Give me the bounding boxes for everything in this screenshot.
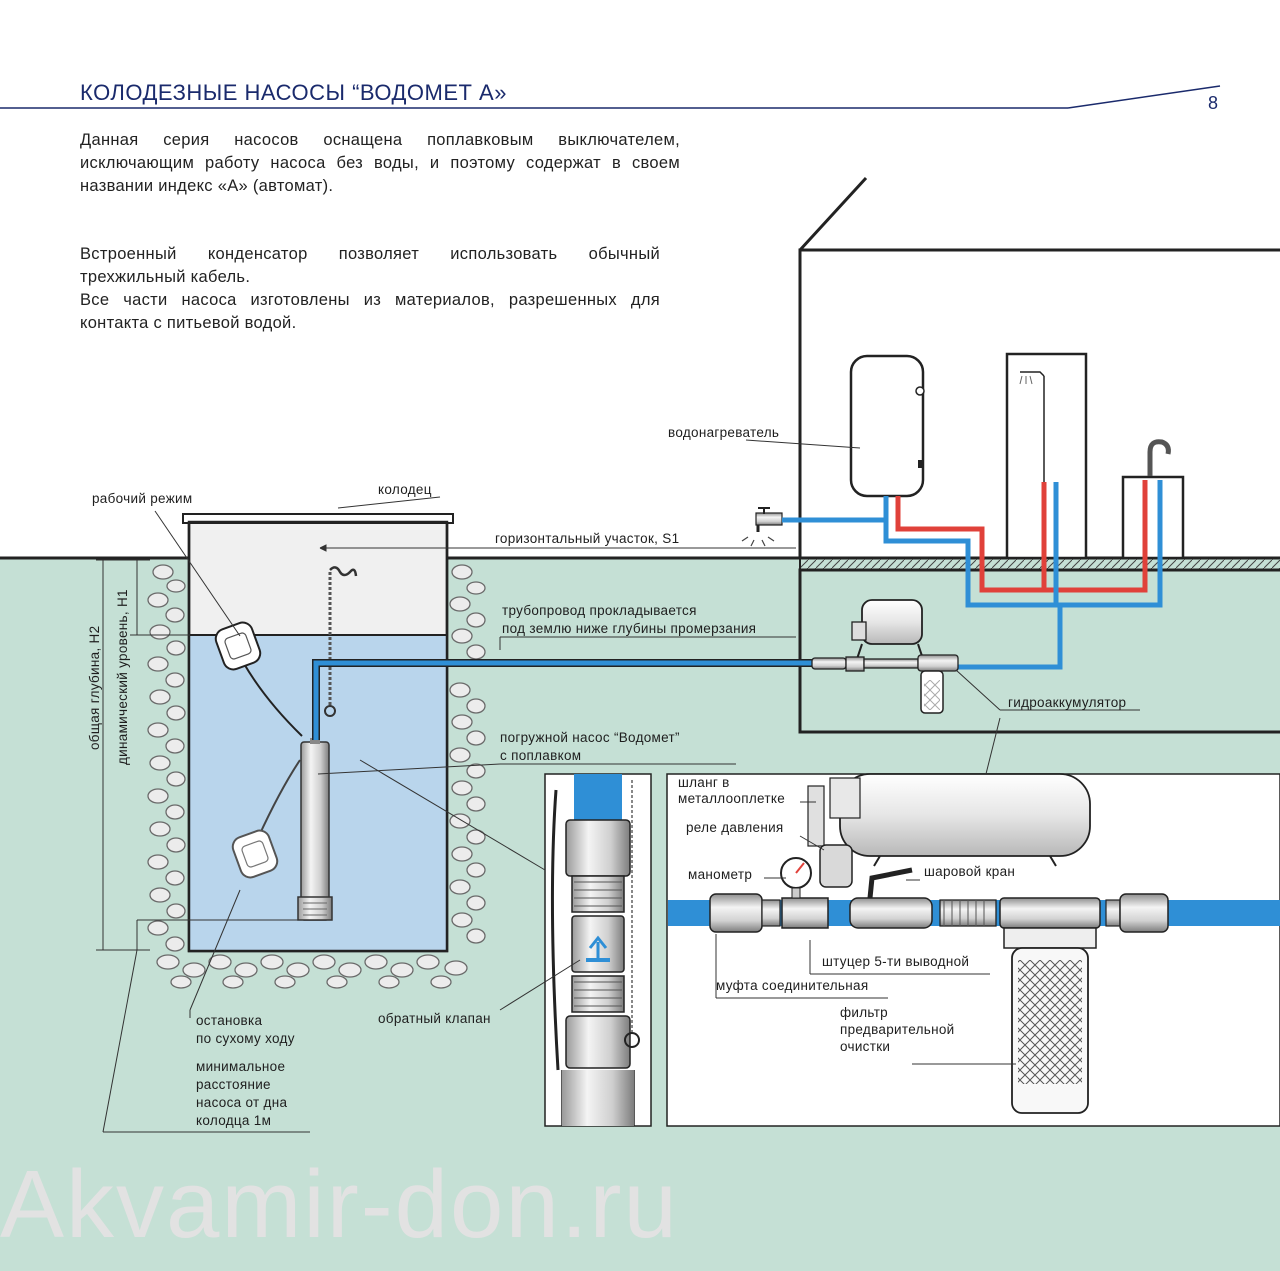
- label-ball-valve: шаровой кран: [924, 864, 1016, 879]
- accumulator-detail: [666, 773, 1280, 1127]
- gravel-right: [449, 564, 486, 944]
- watermark: Akvamir-don.ru: [0, 1151, 679, 1258]
- intro-paragraph-1: Данная серия насосов оснащена поплавковы…: [80, 131, 680, 195]
- page-title: КОЛОДЕЗНЫЕ НАСОСЫ “ВОДОМЕТ А»: [80, 80, 507, 105]
- label-dry-stop-1: остановка: [196, 1013, 263, 1028]
- gravel-bottom: [156, 954, 468, 989]
- intro-p2-line2: Все части насоса изготовлены из материал…: [80, 291, 660, 332]
- label-filter-1: фильтр: [840, 1005, 888, 1020]
- outdoor-tap: [741, 507, 783, 547]
- label-pump-2: с поплавком: [500, 748, 582, 763]
- label-pipeline-2: под землю ниже глубины промерзания: [502, 621, 757, 636]
- label-dynamic-level: динамический уровень, H1: [115, 589, 130, 765]
- submersible-pump: [297, 738, 333, 921]
- label-filter-2: предварительной: [840, 1022, 955, 1037]
- check-valve-detail: [544, 773, 652, 1127]
- label-total-depth: общая глубина, H2: [87, 625, 102, 750]
- label-pipeline-1: трубопровод прокладывается: [502, 603, 697, 618]
- label-horizontal-section: горизонтальный участок, S1: [495, 531, 680, 546]
- label-accumulator: гидроаккумулятор: [1008, 695, 1127, 710]
- supply-pipe: [312, 659, 818, 740]
- label-pressure-relay: реле давления: [686, 820, 784, 835]
- label-dry-stop-2: по сухому ходу: [196, 1031, 295, 1046]
- float-switch-dry: [231, 759, 301, 879]
- label-hose-2: металлооплетке: [678, 791, 785, 806]
- leader-lines: [96, 439, 1140, 1133]
- pump-rope: [324, 566, 358, 717]
- cold-water-pipes: [782, 480, 1163, 670]
- label-pump-1: погружной насос “Водомет”: [500, 730, 680, 745]
- label-min-dist-2: расстояние: [196, 1077, 271, 1092]
- float-switch-working: [214, 621, 303, 737]
- label-filter-3: очистки: [840, 1039, 891, 1054]
- accumulator-basement: [811, 599, 959, 714]
- gravel-left: [147, 564, 186, 952]
- page-number: 8: [1208, 93, 1219, 113]
- intro-paragraph-2: Встроенный конденсатор позволяет использ…: [80, 243, 660, 335]
- label-min-dist-4: колодца 1м: [196, 1113, 272, 1128]
- label-check-valve: обратный клапан: [378, 1011, 491, 1026]
- header-rule: [0, 85, 1221, 109]
- label-manometer: манометр: [688, 867, 753, 882]
- label-coupling: муфта соединительная: [716, 978, 869, 993]
- label-hose-1: шланг в: [678, 775, 730, 790]
- intro-p2-line1: Встроенный конденсатор позволяет использ…: [80, 245, 660, 286]
- hot-water-pipes: [895, 480, 1148, 593]
- label-working-mode: рабочий режим: [92, 491, 193, 506]
- label-min-dist-3: насоса от дна: [196, 1095, 288, 1110]
- label-well: колодец: [378, 482, 432, 497]
- sink: [1121, 439, 1185, 560]
- label-fitting: штуцер 5-ти выводной: [822, 954, 970, 969]
- water-heater: [849, 354, 925, 498]
- label-water-heater: водонагреватель: [668, 425, 780, 440]
- label-min-dist-1: минимальное: [196, 1059, 286, 1074]
